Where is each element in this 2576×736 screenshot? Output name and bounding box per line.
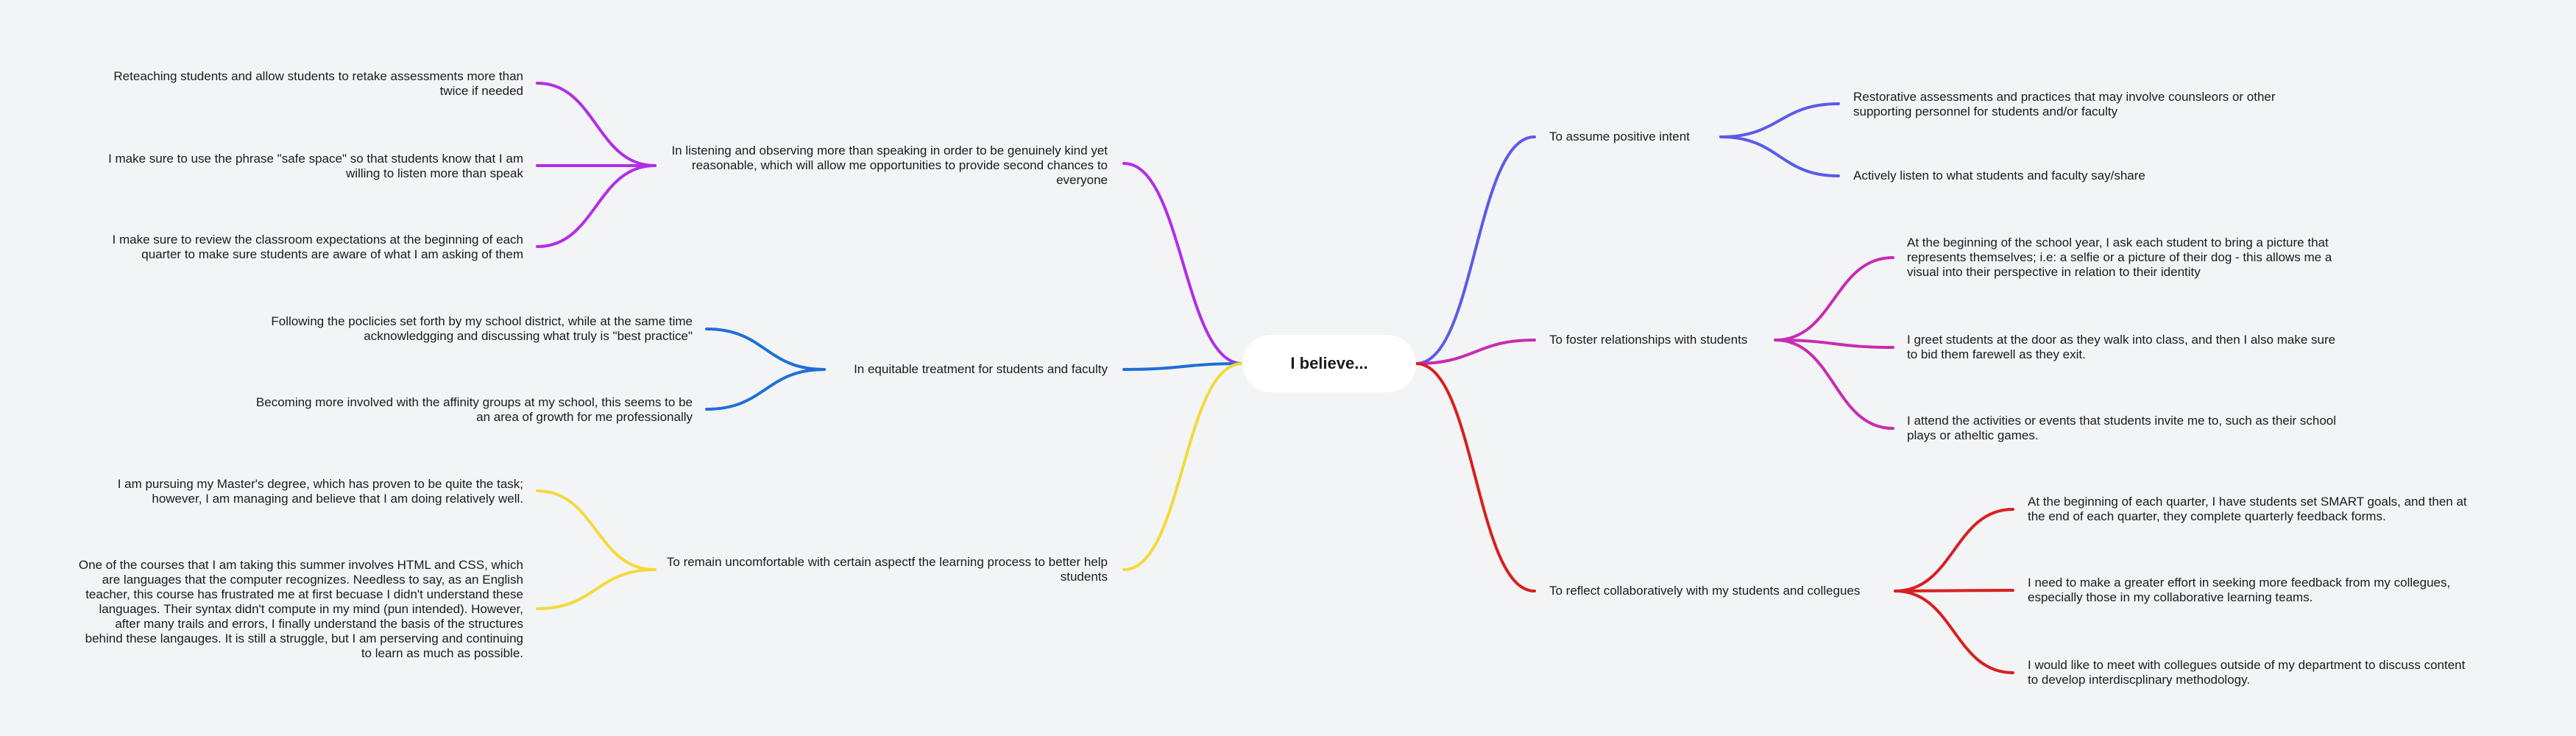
leaf-node-reflect-3[interactable]: I would like to meet with collegues outs… xyxy=(2028,658,2466,687)
leaf-node-listening-3[interactable]: I make sure to review the classroom expe… xyxy=(112,233,523,261)
branch-node-uncomfortable[interactable]: To remain uncomfortable with certain asp… xyxy=(666,555,1108,584)
connector-uncomfortable-1 xyxy=(536,489,657,571)
connector-reflect-1 xyxy=(1894,508,2014,592)
leaf-node-uncomfortable-1[interactable]: I am pursuing my Master's degree, which … xyxy=(117,477,523,506)
connector-listening-1 xyxy=(536,82,657,167)
branch-node-listening[interactable]: In listening and observing more than spe… xyxy=(671,144,1108,187)
connector-root-relationships xyxy=(1415,339,1536,365)
branch-node-positive[interactable]: To assume positive intent xyxy=(1549,130,1690,144)
connector-uncomfortable-2 xyxy=(536,568,657,610)
leaf-node-relationships-3[interactable]: I attend the activities or events that s… xyxy=(1907,414,2337,442)
root-node[interactable]: I believe... xyxy=(1242,335,1416,392)
connector-root-uncomfortable xyxy=(1122,362,1244,571)
connector-root-reflect xyxy=(1415,362,1536,592)
leaf-node-listening-1[interactable]: Reteaching students and allow students t… xyxy=(113,69,523,98)
leaf-node-equitable-1[interactable]: Following the poclicies set forth by my … xyxy=(271,314,693,343)
leaf-node-listening-2[interactable]: I make sure to use the phrase "safe spac… xyxy=(108,152,523,180)
leaf-node-positive-1[interactable]: Restorative assessments and practices th… xyxy=(1853,90,2276,118)
connector-reflect-3 xyxy=(1894,590,2014,674)
connector-positive-2 xyxy=(1719,135,1840,177)
connector-reflect-2 xyxy=(1894,589,2014,592)
branch-node-relationships[interactable]: To foster relationships with students xyxy=(1549,333,1748,347)
connector-listening-3 xyxy=(536,164,657,248)
leaf-node-relationships-1[interactable]: At the beginning of the school year, I a… xyxy=(1907,236,2332,279)
connector-equitable-1 xyxy=(705,328,826,371)
connector-root-listening xyxy=(1122,162,1244,365)
connector-relationships-1 xyxy=(1774,256,1894,342)
connector-root-positive xyxy=(1415,135,1536,365)
connector-relationships-2 xyxy=(1774,339,1894,349)
connector-root-equitable xyxy=(1122,362,1244,371)
branch-node-reflect[interactable]: To reflect collaboratively with my stude… xyxy=(1549,584,1861,598)
leaf-node-positive-2[interactable]: Actively listen to what students and fac… xyxy=(1853,169,2145,183)
leaf-node-equitable-2[interactable]: Becoming more involved with the affinity… xyxy=(255,395,693,424)
leaf-node-relationships-2[interactable]: I greet students at the door as they wal… xyxy=(1907,333,2336,361)
connector-equitable-2 xyxy=(705,368,826,411)
leaf-node-uncomfortable-2[interactable]: One of the courses that I am taking this… xyxy=(78,558,523,660)
connector-positive-1 xyxy=(1719,102,1840,138)
leaf-node-reflect-1[interactable]: At the beginning of each quarter, I have… xyxy=(2028,495,2467,523)
branch-node-equitable[interactable]: In equitable treatment for students and … xyxy=(854,362,1108,376)
connector-relationships-3 xyxy=(1774,339,1894,430)
leaf-node-reflect-2[interactable]: I need to make a greater effort in seeki… xyxy=(2028,576,2451,604)
